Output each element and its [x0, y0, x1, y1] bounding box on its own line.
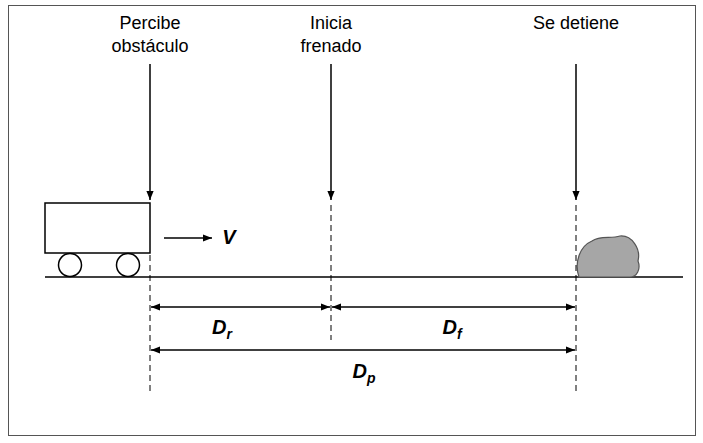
velocity-symbol: V: [222, 226, 235, 249]
dimension-line: [151, 306, 330, 307]
event-arrow: [149, 64, 151, 200]
dimension-label-holder: Df: [422, 316, 482, 346]
dimension-label: Dp: [352, 360, 375, 390]
event-label-holder: Inicia frenado: [281, 12, 381, 58]
event-label-holder: Percibe obstáculo: [100, 12, 200, 58]
event-label: Se detiene: [533, 12, 619, 35]
velocity-arrow: [164, 237, 212, 239]
dimension-label: Dr: [212, 316, 232, 346]
dimension-label: Df: [442, 316, 461, 346]
velocity-symbol-holder: V: [209, 226, 249, 249]
dimension-label-holder: Dp: [334, 360, 394, 390]
dimension-line: [151, 349, 575, 350]
vehicle-wheel: [117, 254, 140, 277]
extension-line: [331, 205, 332, 340]
vehicle-wheel: [59, 254, 82, 277]
frame-border: [9, 6, 696, 436]
dimension-label-holder: Dr: [192, 316, 252, 346]
extension-line: [150, 255, 151, 392]
event-label-holder: Se detiene: [526, 12, 626, 35]
event-label: Percibe obstáculo: [100, 12, 200, 58]
event-label: Inicia frenado: [281, 12, 381, 58]
obstacle-rock: [577, 236, 639, 277]
event-arrow: [575, 64, 577, 200]
vehicle-body: [45, 203, 150, 253]
extension-line: [576, 205, 577, 392]
event-arrow: [330, 64, 332, 200]
dimension-line: [332, 306, 575, 307]
